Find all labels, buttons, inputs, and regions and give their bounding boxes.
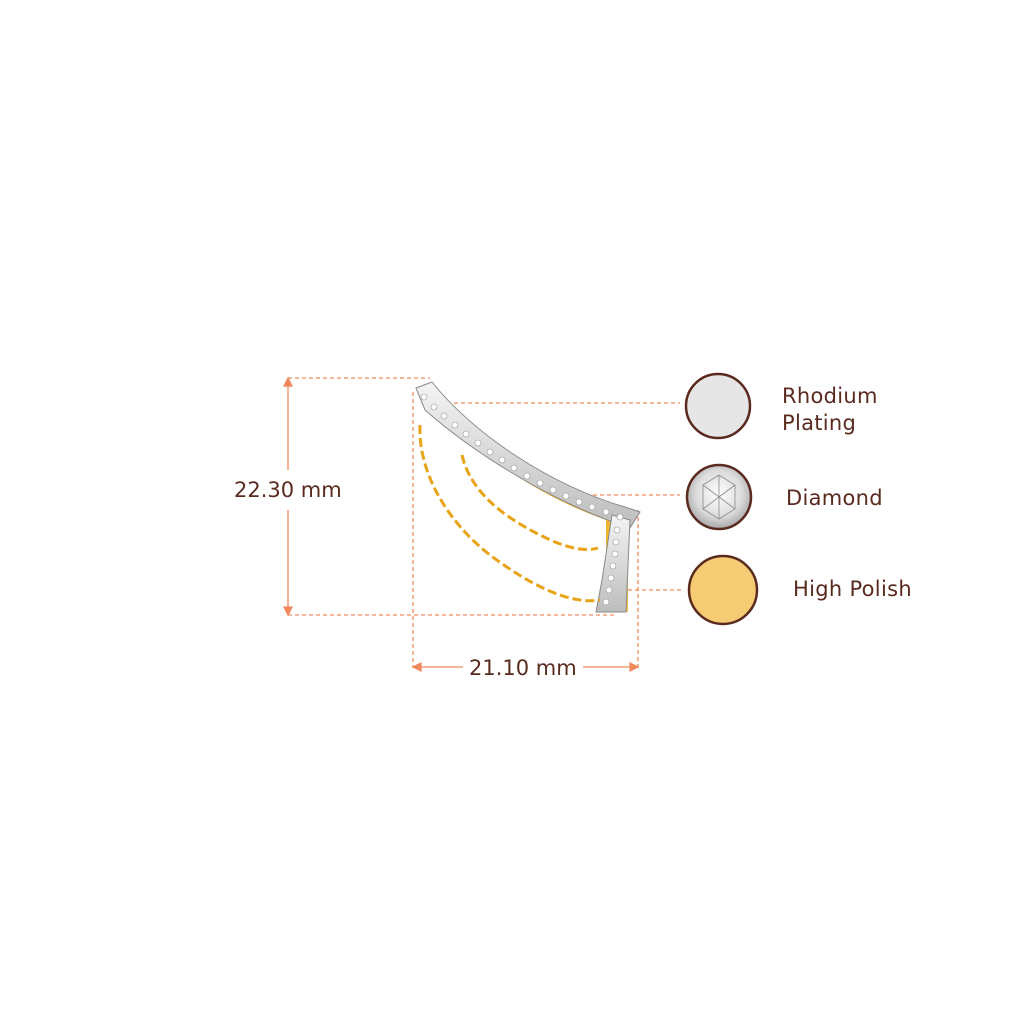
rhodium-label-line2: Plating <box>782 411 857 435</box>
polish-label: High Polish <box>793 577 912 601</box>
chain-inner <box>460 454 599 551</box>
chain-outer <box>418 424 601 603</box>
diamond-facets <box>702 474 736 520</box>
height-arrowhead-bottom <box>282 606 294 617</box>
width-arrowhead-left <box>411 661 422 673</box>
diamond-label: Diamond <box>786 486 883 510</box>
width-arrowhead-right <box>629 661 640 673</box>
diamond-bar <box>415 381 641 529</box>
width-dimension-label: 21.10 mm <box>469 656 577 680</box>
legend-swatches <box>684 372 759 626</box>
rhodium-label-line1: Rhodium <box>782 384 878 408</box>
rhodium-label: Rhodium Plating <box>782 383 878 437</box>
rhodium-swatch <box>684 372 752 440</box>
pendant-image <box>415 381 641 613</box>
height-arrowhead-top <box>282 376 294 387</box>
polish-swatch <box>687 554 759 626</box>
chains <box>418 424 601 603</box>
dimension-guides <box>288 377 684 668</box>
pave-stones <box>420 393 624 606</box>
dimension-arrows <box>282 376 640 673</box>
height-dimension-label: 22.30 mm <box>234 478 342 502</box>
